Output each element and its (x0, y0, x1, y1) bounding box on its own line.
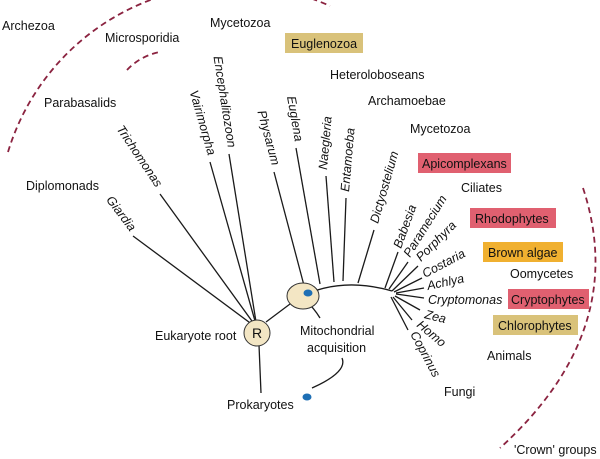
branch-encephalitozoon (228, 153, 258, 329)
label-euglenozoa: Euglenozoa (291, 37, 357, 51)
branch-dictyostelium (357, 229, 375, 284)
taxon-encephalitozoon: Encephalitozoon (211, 55, 239, 149)
branch-trichomonas (159, 193, 258, 329)
chlorophytes-box (493, 315, 578, 335)
taxon-zea: Zea (422, 307, 447, 326)
taxon-naegleria: Naegleria (316, 116, 335, 171)
brown-algae-box (483, 242, 563, 262)
label-prokaryotes: Prokaryotes (227, 398, 294, 412)
rhodophytes-box (470, 208, 556, 228)
label-parabasalids: Parabasalids (44, 96, 116, 110)
taxon-giardia: Giardia (103, 193, 138, 234)
branch-vairimorpha (209, 161, 258, 329)
taxon-dictyostelium: Dictyostelium (367, 150, 401, 225)
root-node (243, 319, 271, 347)
mito-curve (311, 357, 344, 389)
label-mito-line2: acquisition (307, 341, 366, 355)
branch-homo (392, 296, 413, 321)
label-heteroloboseans: Heteroloboseans (330, 68, 425, 82)
label-mycetozoa-top: Mycetozoa (210, 16, 270, 30)
branch-giardia (132, 235, 258, 329)
branch-babesia (384, 251, 399, 289)
taxon-euglena: Euglena (284, 95, 306, 143)
taxon-cryptomonas: Cryptomonas (428, 293, 502, 307)
archezoa-inner-arc (126, 51, 161, 71)
mitochondrial-node (286, 282, 320, 310)
prokaryote-stem (258, 344, 262, 394)
branch-achlya (395, 287, 425, 294)
taxon-entamoeba: Entamoeba (338, 127, 358, 192)
apicomplexans-box (418, 153, 511, 173)
cryptophytes-box (508, 289, 589, 309)
label-oomycetes: Oomycetes (510, 267, 573, 281)
branch-coprinus (390, 296, 409, 331)
label-archamoebae: Archamoebae (368, 94, 446, 108)
label-archezoa: Archezoa (2, 19, 55, 33)
taxon-vairimorpha: Vairimorpha (187, 89, 219, 157)
label-chlorophytes: Chlorophytes (498, 319, 572, 333)
label-mito-line1: Mitochondrial (300, 324, 374, 338)
root-marker: R (252, 325, 262, 341)
label-rhodophytes: Rhodophytes (475, 212, 549, 226)
euglenozoa-box (285, 33, 363, 53)
label-brown-algae: Brown algae (488, 246, 558, 260)
label-ciliates: Ciliates (461, 181, 502, 195)
mitochondrion-dot (303, 289, 313, 297)
branch-entamoeba (342, 197, 347, 282)
label-mycetozoa-right: Mycetozoa (410, 122, 470, 136)
branch-euglena (295, 147, 321, 285)
label-fungi: Fungi (444, 385, 475, 399)
branch-physarum (273, 171, 307, 294)
label-animals: Animals (487, 349, 531, 363)
branch-zea (394, 295, 421, 311)
prokaryote-mito-dot (302, 393, 312, 401)
branch-paramecium (388, 261, 409, 290)
label-cryptophytes: Cryptophytes (511, 293, 585, 307)
branch-cryptomonas (395, 293, 425, 299)
branch-naegleria (325, 175, 335, 283)
label-apicomplexans: Apicomplexans (422, 157, 507, 171)
label-eukaryote-root: Eukaryote root (155, 329, 237, 343)
label-diplomonads: Diplomonads (26, 179, 99, 193)
label-microsporidia: Microsporidia (105, 31, 179, 45)
branch-costaria (393, 277, 423, 293)
archezoa-arc (7, 0, 331, 153)
taxon-trichomonas: Trichomonas (114, 123, 165, 190)
label-crown-groups: 'Crown' groups (514, 443, 597, 457)
taxon-physarum: Physarum (255, 109, 283, 167)
main-stem (265, 284, 393, 323)
branch-porphyra (391, 265, 419, 292)
